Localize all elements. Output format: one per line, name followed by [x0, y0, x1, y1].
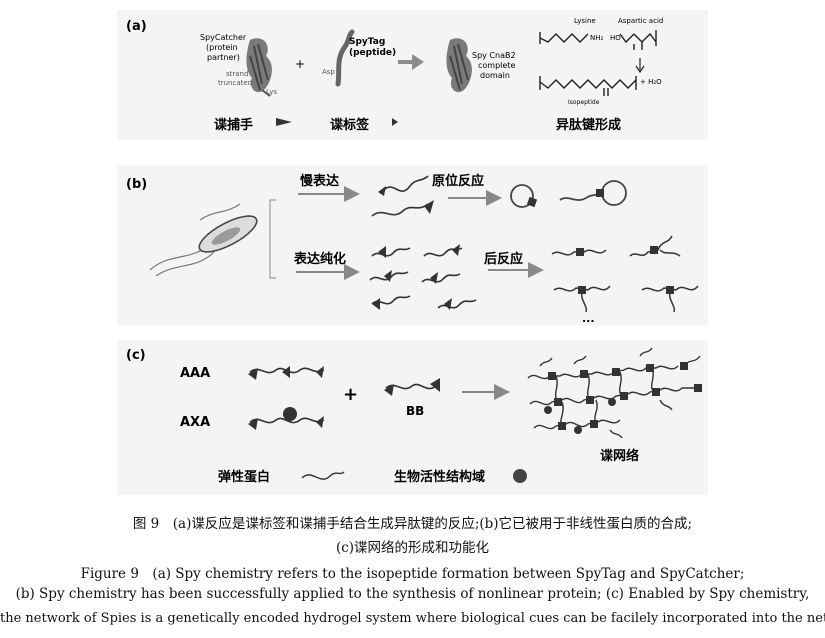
isopeptide-label: Isopeptide — [568, 99, 600, 106]
branched-product-junctions — [576, 246, 674, 294]
panel-b-label: (b) — [126, 177, 147, 192]
plus-sign-a: + — [295, 57, 305, 71]
ho-label: HO — [610, 34, 621, 42]
figure: (a) SpyCatcher (protein partner) strand … — [117, 10, 708, 495]
ellipsis-label: ... — [582, 312, 595, 325]
catcher-head-icon — [424, 200, 434, 214]
branched-products-group — [551, 235, 699, 313]
nh2-label: NH₂ — [590, 34, 604, 42]
elastic-protein-label: 弹性蛋白 — [218, 469, 270, 485]
h2o-label: + H₂O — [640, 78, 662, 86]
panel-c-label: (c) — [126, 348, 146, 363]
asp-label: Asp — [322, 68, 335, 76]
axa-label: AXA — [180, 415, 210, 430]
lysine-label: Lysine — [574, 17, 596, 25]
axa-protein-icon — [248, 407, 325, 430]
in-situ-reaction-label: 原位反应 — [432, 173, 484, 189]
panel-c-background — [117, 340, 708, 495]
aaa-protein-icon — [248, 366, 325, 380]
slow-expression-label: 慢表达 — [300, 173, 339, 189]
reaction-arrow-a — [398, 54, 424, 70]
lys-label: Lys — [266, 88, 277, 96]
tag-head-icon — [378, 186, 386, 196]
legend-tag-label: 谍标签 — [330, 117, 370, 133]
panel-a-label: (a) — [126, 19, 147, 34]
bioactive-domain-label: 生物活性结构域 — [394, 469, 485, 485]
caption-zh-line2: (c)谍网络的形成和功能化 — [335, 540, 490, 556]
bacterium-icon — [149, 203, 258, 277]
spycatcher-protein-icon — [246, 38, 272, 97]
caption-en-line2: (b) Spy chemistry has been successfully … — [15, 586, 810, 602]
branch-bracket — [269, 199, 276, 279]
spycatcher-label: SpyCatcher (protein partner) — [200, 33, 249, 62]
tag-symbol-icon — [392, 118, 398, 126]
legend-catcher-label: 谍捕手 — [214, 117, 253, 133]
bb-label: BB — [406, 404, 424, 418]
elastic-protein-symbol-icon — [301, 471, 345, 480]
cnab2-domain-icon — [446, 38, 472, 93]
isopeptide-chemistry-diagram — [539, 30, 657, 96]
protein-network-icon — [527, 347, 702, 439]
bb-protein-icon — [384, 378, 440, 396]
aaa-label: AAA — [180, 366, 210, 381]
cnab2-label: Spy CnaB2 complete domain — [472, 51, 518, 80]
plus-sign-c: + — [343, 384, 358, 405]
spytag-label: SpyTag (peptide) — [349, 37, 396, 58]
caption-zh-line1: 图 9 (a)谍反应是谍标签和谍捕手结合生成异肽键的反应;(b)它已被用于非线性… — [132, 516, 693, 532]
panel-a-background — [117, 10, 708, 140]
caption-en-line1: Figure 9 (a) Spy chemistry refers to the… — [80, 566, 745, 582]
bioactive-domain-symbol-icon — [513, 469, 527, 483]
catcher-symbol-icon — [276, 118, 292, 126]
figure-svg: (a) SpyCatcher (protein partner) strand … — [126, 17, 702, 485]
strand-truncated-label: strand truncated — [218, 70, 252, 87]
caption-en-line3: the network of Spies is a genetically en… — [0, 611, 825, 626]
cyclic-protein-icon — [510, 180, 627, 208]
post-reaction-label: 后反应 — [484, 251, 523, 267]
unreacted-chain-icon — [371, 175, 429, 217]
spytag-peptide-icon — [335, 29, 355, 87]
expression-purification-label: 表达纯化 — [293, 251, 346, 267]
purified-chain-heads — [372, 244, 460, 310]
network-label: 谍网络 — [600, 448, 639, 464]
legend-bond-label: 异肽键形成 — [556, 117, 621, 133]
aspartic-acid-label: Aspartic acid — [618, 17, 663, 25]
